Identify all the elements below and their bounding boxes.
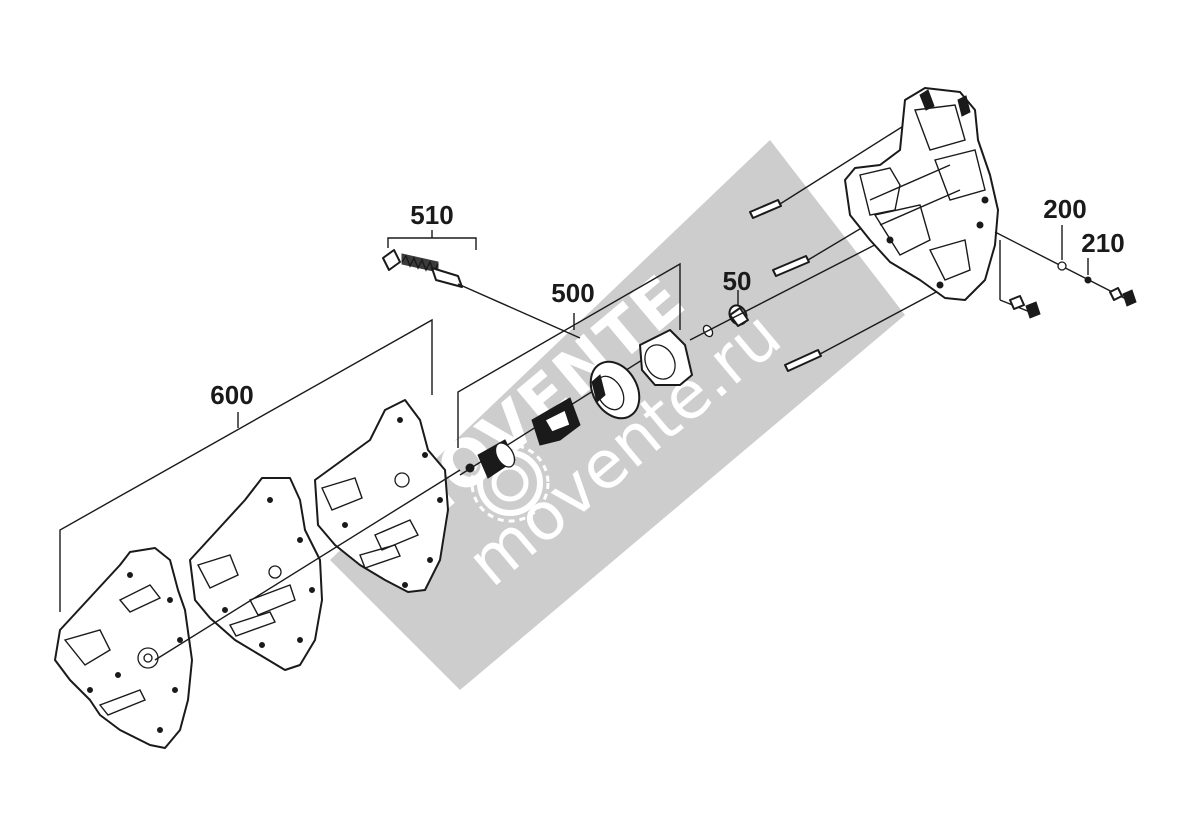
callout-510-bracket [387,237,477,250]
callout-600-bracket [59,318,433,612]
callout-500: 500 [551,278,594,308]
callout-500-bracket [457,262,681,448]
callout-600: 600 [210,380,253,410]
part-50-bushing [689,231,901,341]
callout-510: 510 [410,200,453,230]
plate-2 [189,477,323,671]
plate-1 [54,547,193,749]
part-210-ball [1084,276,1092,284]
pump-vane-rotor [531,397,581,446]
pump-ring [589,360,641,420]
pump-housing [639,329,693,386]
plate-3 [314,399,449,593]
part-510-spring-assembly [382,249,581,339]
callout-210: 210 [1081,228,1124,258]
part-200-210-hardware [994,225,1137,319]
plate-group-600 [54,399,461,749]
pump-shaft-rotor [465,439,516,479]
callout-50: 50 [723,266,752,296]
spring [401,253,439,274]
part-500-pump-assembly [457,262,693,479]
callout-labels: 600 510 500 50 200 210 [210,194,1124,410]
callout-200: 200 [1043,194,1086,224]
valve-body-housing [844,87,999,301]
part-200-ring [1057,261,1067,271]
